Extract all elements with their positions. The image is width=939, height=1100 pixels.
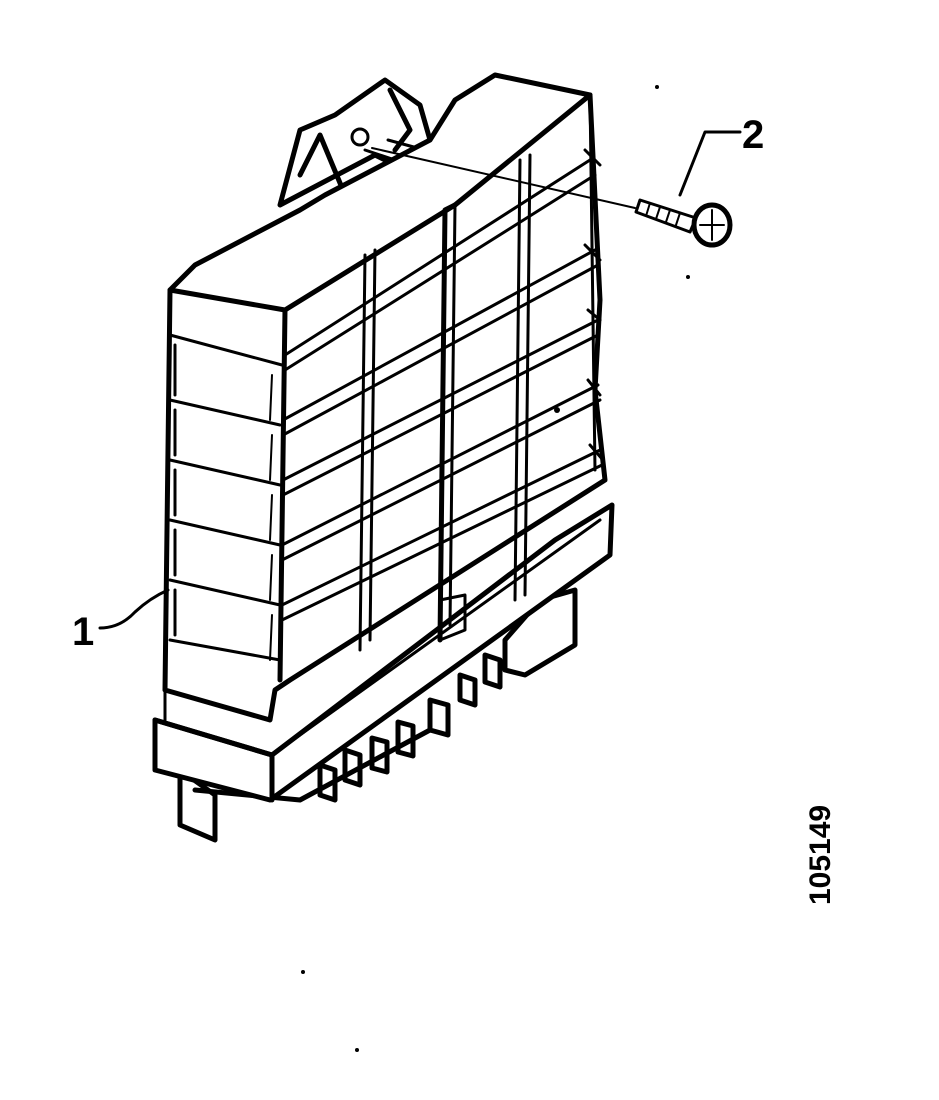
- callout-1: 1: [72, 588, 170, 654]
- callout-2-label: 2: [742, 113, 764, 157]
- scan-specks: [301, 85, 690, 1052]
- assembly-axis-line: [371, 147, 636, 209]
- callout-2-leader: [678, 130, 742, 197]
- control-unit-housing: [152, 72, 615, 843]
- callout-1-leader: [98, 588, 170, 630]
- base-flange: [152, 502, 615, 803]
- connector-pins: [177, 587, 578, 843]
- figure-reference-number: 105149: [804, 805, 837, 905]
- callout-1-label: 1: [72, 610, 94, 654]
- callout-2: 2: [678, 113, 764, 197]
- screw: [634, 198, 733, 248]
- housing-body: [162, 72, 608, 723]
